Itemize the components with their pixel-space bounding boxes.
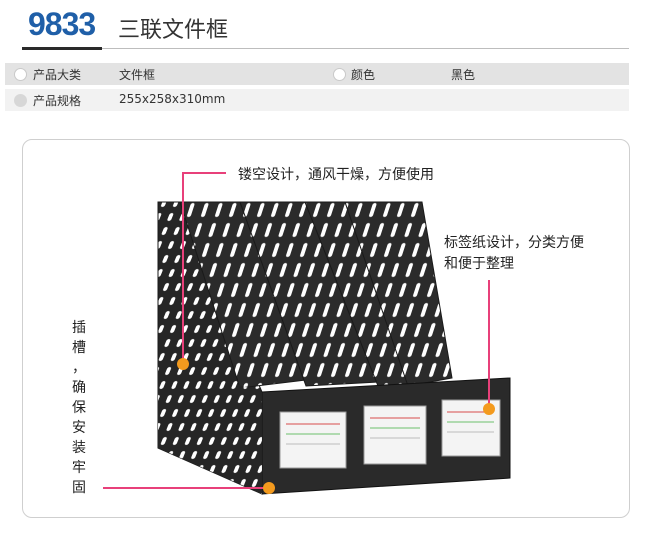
label-card-1 — [279, 411, 347, 469]
label-card-2 — [363, 405, 427, 465]
bullet-icon — [333, 68, 346, 81]
marker-dot — [483, 403, 495, 415]
back-panel — [344, 201, 453, 387]
bullet-icon — [14, 68, 27, 81]
vertical-char: 槽 — [72, 340, 86, 356]
spec-value-color: 黑色 — [451, 68, 476, 82]
spec-label-size: 产品规格 — [33, 94, 82, 108]
bullet-icon — [14, 94, 27, 107]
spec-row-category: 产品大类 文件框 颜色 黑色 — [5, 63, 629, 85]
product-title: 三联文件框 — [118, 18, 229, 43]
callout-slot-vertical: 插 槽 ， 确 保 安 装 牢 固 — [70, 318, 88, 498]
spec-row-size: 产品规格 255x258x310mm — [5, 89, 629, 111]
marker-dot — [177, 358, 189, 370]
vertical-char: ， — [72, 360, 86, 376]
vertical-char: 安 — [72, 420, 86, 436]
header-underline-accent — [22, 47, 102, 50]
vertical-char: 插 — [72, 320, 86, 336]
callout-ventilation: 镂空设计，通风干燥，方便使用 — [238, 167, 434, 183]
header-underline — [102, 48, 629, 49]
vertical-char: 装 — [72, 440, 86, 456]
model-number: 9833 — [28, 6, 96, 42]
callout-label-line2: 和便于整理 — [444, 256, 514, 272]
spec-label-color: 颜色 — [351, 68, 376, 82]
callout-label-line1: 标签纸设计，分类方便 — [444, 235, 584, 251]
spec-label-category: 产品大类 — [33, 68, 82, 82]
spec-value-category: 文件框 — [119, 68, 156, 82]
vertical-char: 确 — [72, 380, 86, 396]
spec-value-size: 255x258x310mm — [119, 92, 226, 106]
vertical-char: 牢 — [72, 460, 86, 476]
product-header: 9833 三联文件框 — [0, 0, 647, 58]
vertical-char: 保 — [72, 400, 86, 416]
marker-dot — [263, 482, 275, 494]
vertical-char: 固 — [72, 480, 86, 496]
leader-line-top — [182, 172, 226, 364]
